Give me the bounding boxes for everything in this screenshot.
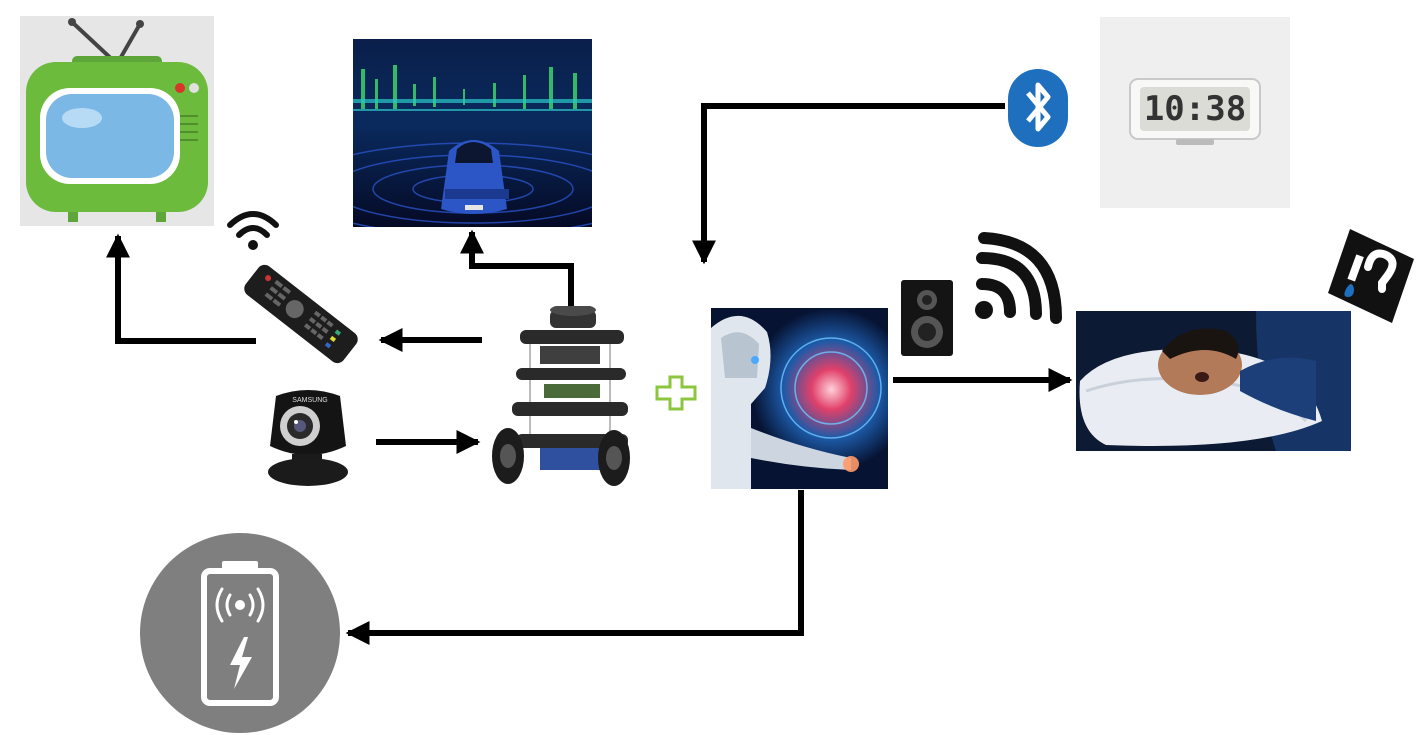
arrow-remote-to-tv bbox=[106, 233, 256, 344]
webcam-icon: SAMSUNG bbox=[268, 390, 348, 486]
sleeper-node bbox=[1076, 311, 1351, 451]
wireless-charging-battery-icon bbox=[140, 533, 340, 733]
ai-node bbox=[711, 308, 888, 489]
clock-time: 10:38 bbox=[1143, 89, 1247, 129]
ai-robot-image bbox=[711, 308, 888, 489]
tv-remote-icon bbox=[244, 264, 358, 364]
turtlebot-robot bbox=[492, 306, 630, 486]
arrow-bluetooth-to-ai bbox=[692, 103, 1005, 265]
bluetooth-icon bbox=[1008, 69, 1068, 147]
sleeping-man-photo bbox=[1076, 311, 1351, 451]
lidar-car-scene bbox=[353, 39, 592, 227]
speaker-icon bbox=[901, 280, 953, 356]
arrow-ai-to-battery bbox=[345, 490, 804, 645]
plus-icon bbox=[655, 375, 697, 411]
webcam-node: SAMSUNG bbox=[262, 384, 354, 490]
robot-node bbox=[490, 306, 632, 490]
digital-clock bbox=[1129, 78, 1261, 145]
arrow-robot-to-lidar bbox=[460, 229, 574, 308]
webcam-brand: SAMSUNG bbox=[292, 397, 327, 404]
clock-node: 10:38 bbox=[1100, 17, 1290, 208]
question-mark-icon bbox=[1328, 229, 1414, 323]
sound-wave-icon bbox=[975, 232, 1062, 324]
wifi-signal-icon bbox=[227, 211, 279, 250]
tv-icon bbox=[26, 18, 208, 222]
lidar-view-node bbox=[353, 39, 592, 227]
tv-node bbox=[20, 16, 214, 226]
